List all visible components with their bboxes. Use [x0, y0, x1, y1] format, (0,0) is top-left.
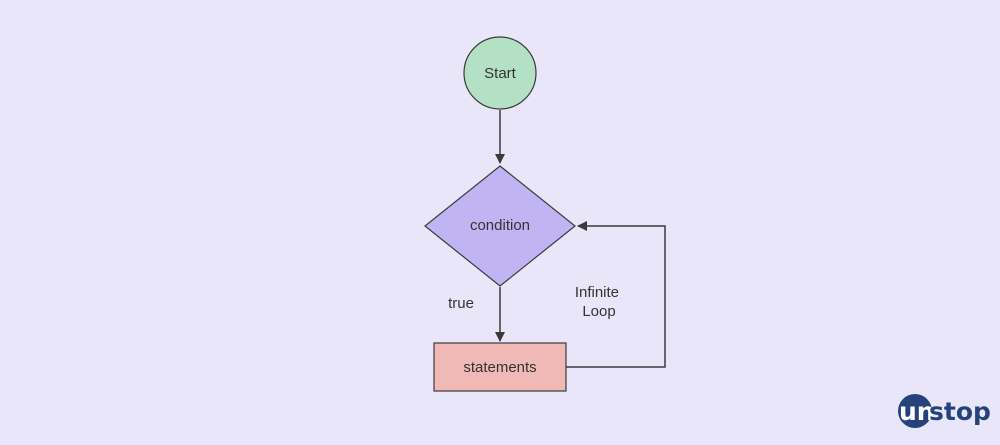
logo-first-letters: un — [899, 397, 935, 426]
start-node: Start — [463, 36, 537, 110]
edge-infinite-loop: Infinite Loop — [566, 221, 666, 368]
edge-label-true: true — [448, 295, 474, 312]
edge-label-loop: Loop — [582, 303, 615, 320]
start-label: Start — [484, 65, 517, 82]
statements-node: statements — [433, 342, 567, 392]
edge-label-infinite-loop: Infinite Loop — [575, 284, 623, 320]
edge-condition-to-statements: true — [448, 287, 505, 342]
start-circle — [463, 36, 537, 110]
condition-label: condition — [470, 217, 530, 234]
condition-diamond — [424, 165, 576, 287]
logo-circle — [898, 394, 932, 428]
statements-label: statements — [463, 359, 536, 376]
statements-rect — [433, 342, 567, 392]
condition-node: condition — [424, 165, 576, 287]
logo-rest-letters: stop — [929, 397, 991, 426]
unstop-logo: un stop — [898, 394, 991, 428]
edge-label-infinite: Infinite — [575, 284, 619, 301]
